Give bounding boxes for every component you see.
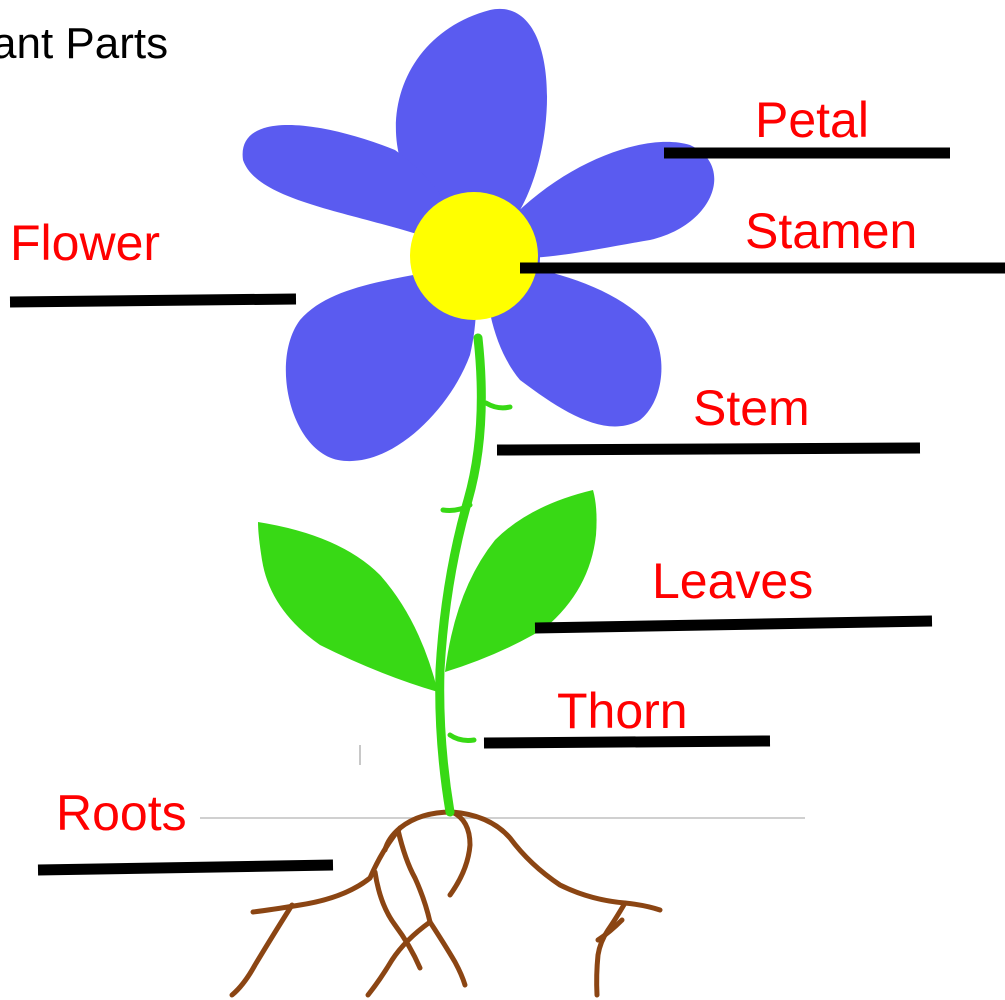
label-thorn: Thorn [557,683,688,739]
left-leaf [258,522,438,692]
label-roots: Roots [56,785,187,841]
label-stamen: Stamen [745,203,917,259]
label-petal: Petal [755,92,869,148]
label-flower: Flower [10,215,160,271]
label-leaves: Leaves [652,553,813,609]
label-stem: Stem [693,380,810,436]
diagram-title: ant Parts [0,19,168,68]
answer-line-thorn[interactable] [484,741,770,743]
answer-line-stem[interactable] [497,448,920,450]
answer-line-flower[interactable] [10,299,296,302]
answer-line-roots[interactable] [38,865,333,870]
answer-line-leaves[interactable] [535,621,932,628]
roots-illustration [232,812,660,995]
stamen-center [410,192,538,320]
